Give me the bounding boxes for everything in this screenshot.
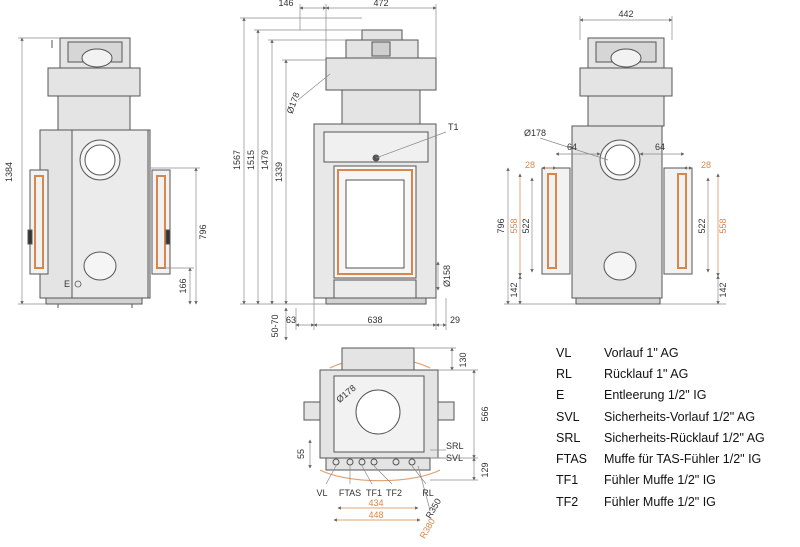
dim-1479: 1479: [260, 150, 270, 170]
legend-desc: Sicherheits-Vorlauf 1/2" AG: [604, 409, 756, 424]
front-view-dimensions: [240, 4, 447, 341]
dim-64-left: 64: [567, 142, 577, 152]
front-view: [313, 29, 437, 305]
dim-28-right: 28: [701, 160, 711, 170]
label-t1: T1: [448, 122, 459, 132]
dim-r380: R380: [418, 517, 437, 541]
legend: VL Vorlauf 1" AG RL Rücklauf 1" AG E Ent…: [556, 342, 796, 512]
dim-442: 442: [618, 9, 633, 19]
legend-row: E Entleerung 1/2" IG: [556, 385, 796, 406]
conn-srl: SRL: [446, 441, 464, 451]
label-e-left: E: [64, 279, 70, 289]
dim-right-dia-178: Ø178: [524, 128, 546, 138]
legend-code: E: [556, 388, 565, 403]
legend-code: TF2: [556, 494, 579, 509]
legend-row: FTAS Muffe für TAS-Fühler 1/2" IG: [556, 448, 796, 469]
dim-558-left: 558: [509, 218, 519, 233]
dim-130: 130: [458, 352, 468, 367]
dim-448: 448: [368, 510, 383, 520]
legend-desc: Fühler Muffe 1/2" IG: [604, 473, 716, 488]
drain-icon: [74, 280, 82, 288]
dim-142-right: 142: [718, 282, 728, 297]
dim-566: 566: [480, 406, 490, 421]
dim-29: 29: [450, 315, 460, 325]
dim-472: 472: [373, 0, 388, 8]
conn-vl: VL: [316, 488, 327, 498]
right-side-view: [541, 37, 693, 305]
plan-view: [303, 347, 455, 482]
dim-166: 166: [178, 278, 188, 293]
dim-142-left: 142: [509, 282, 519, 297]
dim-796-left: 796: [198, 224, 208, 239]
dim-146: 146: [278, 0, 293, 8]
legend-row: VL Vorlauf 1" AG: [556, 342, 796, 363]
dim-638: 638: [367, 315, 382, 325]
dim-558-right: 558: [718, 218, 728, 233]
dim-1515: 1515: [246, 150, 256, 170]
legend-row: RL Rücklauf 1" AG: [556, 363, 796, 384]
dim-434: 434: [368, 498, 383, 508]
dim-55: 55: [296, 449, 306, 459]
dim-28-left: 28: [525, 160, 535, 170]
legend-code: SVL: [556, 409, 580, 424]
dim-dia-178-front: Ø178: [285, 91, 302, 115]
conn-rl: RL: [422, 488, 434, 498]
dim-796-right: 796: [496, 218, 506, 233]
legend-desc: Rücklauf 1" AG: [604, 366, 689, 381]
dim-522-right: 522: [697, 218, 707, 233]
conn-svl: SVL: [446, 453, 463, 463]
legend-desc: Vorlauf 1" AG: [604, 345, 679, 360]
dim-50-70: 50-70: [270, 314, 280, 337]
legend-row: SRL Sicherheits-Rücklauf 1/2" AG: [556, 427, 796, 448]
dim-r350: R350: [424, 497, 443, 521]
legend-row: SVL Sicherheits-Vorlauf 1/2" AG: [556, 406, 796, 427]
dim-1567: 1567: [232, 150, 242, 170]
conn-tf1: TF1: [366, 488, 382, 498]
conn-ftas: FTAS: [339, 488, 361, 498]
plan-view-dimensions: [308, 347, 478, 522]
dim-522-left: 522: [521, 218, 531, 233]
dim-64-right: 64: [655, 142, 665, 152]
legend-code: TF1: [556, 473, 579, 488]
dim-63: 63: [286, 315, 296, 325]
legend-desc: Sicherheits-Rücklauf 1/2" AG: [604, 430, 765, 445]
left-view-dimensions: [18, 37, 200, 305]
conn-tf2: TF2: [386, 488, 402, 498]
legend-desc: Entleerung 1/2" IG: [604, 388, 707, 403]
dim-1339: 1339: [274, 162, 284, 182]
legend-code: FTAS: [556, 452, 588, 467]
right-view-dimensions: [504, 16, 726, 305]
dim-1384: 1384: [4, 162, 14, 182]
legend-code: SRL: [556, 430, 581, 445]
dim-dia-158: Ø158: [442, 265, 452, 287]
legend-code: VL: [556, 345, 572, 360]
dim-129: 129: [480, 462, 490, 477]
left-side-view: [27, 37, 171, 308]
legend-desc: Fühler Muffe 1/2" IG: [604, 494, 716, 509]
legend-row: TF2 Fühler Muffe 1/2" IG: [556, 491, 796, 512]
legend-code: RL: [556, 366, 572, 381]
legend-desc: Muffe für TAS-Fühler 1/2" IG: [604, 452, 762, 467]
legend-row: TF1 Fühler Muffe 1/2" IG: [556, 470, 796, 491]
